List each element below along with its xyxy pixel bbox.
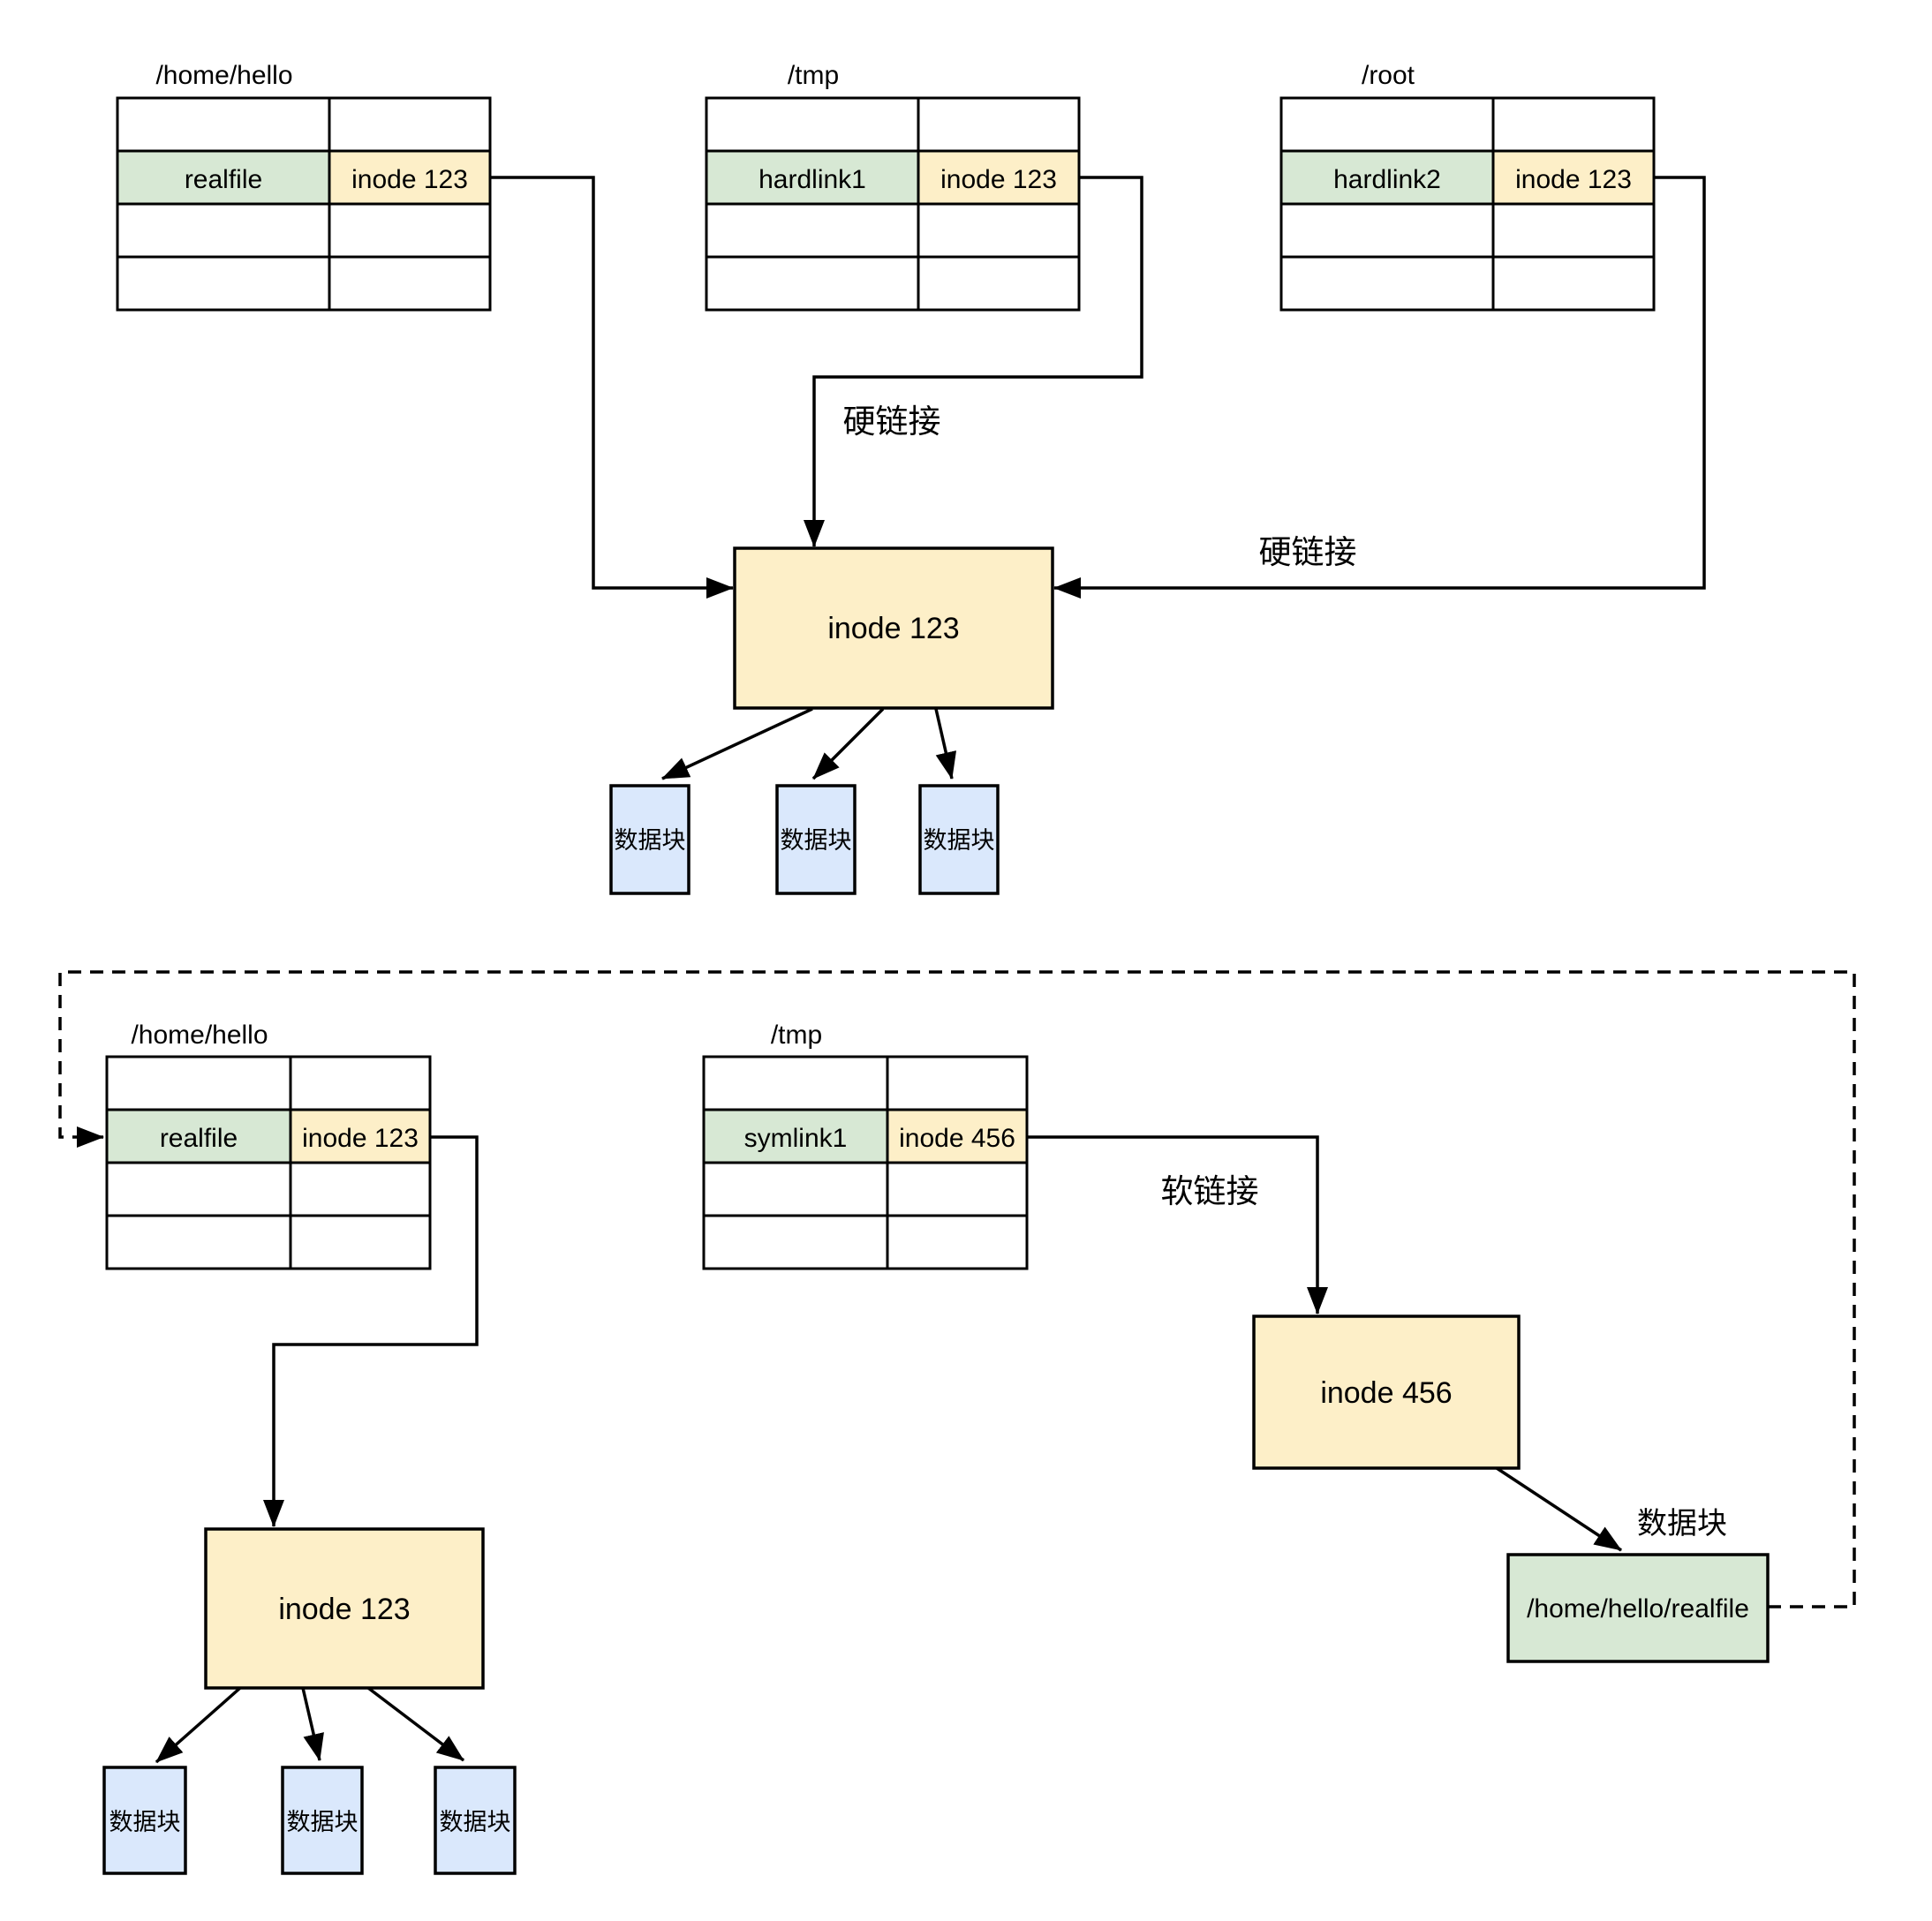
data-block-label: 数据块 xyxy=(615,827,686,854)
arrow-realfile-to-inode123-bottom xyxy=(263,1135,479,1527)
inode456-box-label: inode 456 xyxy=(1320,1376,1452,1410)
arrow-inode123-to-block1 xyxy=(661,707,813,780)
data-block xyxy=(609,784,691,895)
dashed-symlink-resolution-path xyxy=(58,970,1856,1608)
data-block xyxy=(102,1766,187,1875)
data-block xyxy=(775,784,857,895)
data-block-label: 数据块 xyxy=(287,1809,358,1835)
arrow-inode456-to-path-block xyxy=(1496,1466,1622,1552)
inode123-box-bottom xyxy=(204,1527,485,1690)
filename-text: symlink1 xyxy=(744,1124,848,1153)
softlink-label: 软链接 xyxy=(1161,1173,1259,1209)
arrow-realfile-to-inode123 xyxy=(490,176,734,599)
data-block xyxy=(918,784,1000,895)
hardlink-label-tmp: 硬链接 xyxy=(843,403,941,440)
data-block-label: 数据块 xyxy=(440,1809,511,1835)
arrow-inode123b-to-block3 xyxy=(366,1686,465,1762)
inode456-box xyxy=(1252,1315,1521,1470)
inode123-box-top xyxy=(733,546,1054,710)
realfile-path-block xyxy=(1506,1553,1770,1663)
arrow-inode123-to-block2 xyxy=(811,707,885,780)
arrow-symlink1-to-inode456 xyxy=(1027,1135,1328,1315)
filename-cell xyxy=(116,149,331,206)
inode-text: inode 123 xyxy=(351,165,468,194)
data-block xyxy=(434,1766,517,1875)
inode-text: inode 123 xyxy=(1515,165,1632,194)
filename-text: realfile xyxy=(185,165,262,194)
filename-text: hardlink2 xyxy=(1333,165,1441,194)
arrow-inode123-to-block3 xyxy=(934,708,957,780)
table-title: /home/hello xyxy=(131,1021,268,1050)
directory-table-home-hello-bottom: /home/hello realfile inode 123 xyxy=(105,1021,432,1270)
arrow-inode123b-to-block2 xyxy=(301,1687,324,1761)
realfile-path-block-label: /home/hello/realfile xyxy=(1527,1594,1749,1623)
inode123-box-bottom-label: inode 123 xyxy=(278,1593,410,1626)
data-block-label: 数据块 xyxy=(781,827,852,854)
arrow-hardlink1-to-inode123 xyxy=(804,176,1143,547)
hardlink-label-root: 硬链接 xyxy=(1259,534,1357,570)
inode-text: inode 123 xyxy=(940,165,1057,194)
inode123-box-top-label: inode 123 xyxy=(827,612,959,645)
table-title: /root xyxy=(1362,61,1415,90)
filename-text: hardlink1 xyxy=(758,165,866,194)
directory-table-home-hello-top: /home/hello realfile inode 123 xyxy=(116,61,492,312)
data-block xyxy=(281,1766,364,1875)
data-block-label: 数据块 xyxy=(109,1809,181,1835)
table-title: /tmp xyxy=(788,61,839,90)
filename-text: realfile xyxy=(160,1124,238,1153)
data-block-label: 数据块 xyxy=(924,827,995,854)
directory-table-tmp-top: /tmp hardlink1 inode 123 xyxy=(705,61,1081,312)
inode-text: inode 123 xyxy=(302,1124,419,1153)
directory-table-tmp-bottom: /tmp symlink1 inode 456 xyxy=(702,1021,1029,1270)
arrow-inode123b-to-block1 xyxy=(155,1686,242,1764)
table-title: /tmp xyxy=(771,1021,822,1050)
directory-table-root-top: /root hardlink2 inode 123 xyxy=(1279,61,1656,312)
datablock-label-symlink: 数据块 xyxy=(1637,1507,1727,1541)
inode-text: inode 456 xyxy=(899,1124,1015,1153)
table-title: /home/hello xyxy=(155,61,292,90)
arrow-hardlink2-to-inode123 xyxy=(1053,176,1706,599)
filename-cell xyxy=(1279,149,1495,206)
